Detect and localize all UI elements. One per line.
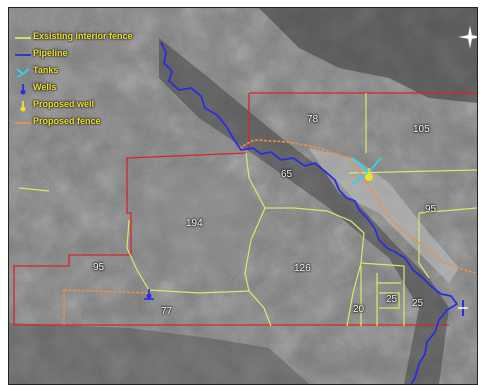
parcel-label-105: 105 xyxy=(413,124,430,135)
proposed-fence-line-icon xyxy=(15,122,31,124)
parcel-label-78: 78 xyxy=(307,114,319,125)
well-icon xyxy=(20,84,26,95)
dark-vegetation-north xyxy=(259,8,477,103)
proposed-well-marker[interactable] xyxy=(365,168,373,181)
light-clearing-west xyxy=(129,165,255,287)
pipeline xyxy=(160,41,458,384)
parcel-label-95-west: 95 xyxy=(93,262,105,273)
pipeline-line-icon xyxy=(15,54,31,56)
parcel-label-20: 20 xyxy=(353,304,365,315)
legend-item-wells: Wells xyxy=(11,82,161,95)
legend-label: Proposed well xyxy=(33,99,95,109)
tank-icon xyxy=(16,68,30,78)
property-boundary xyxy=(13,92,477,326)
legend-item-proposed-well: Proposed well xyxy=(11,99,161,112)
scale-marker-icon xyxy=(458,300,468,316)
legend-label: Wells xyxy=(33,82,57,92)
parcel-label-194: 194 xyxy=(186,218,203,229)
parcel-label-25-east: 25 xyxy=(412,298,424,309)
parcel-label-65: 65 xyxy=(281,169,293,180)
fence-line-icon xyxy=(15,37,31,39)
proposed-fences xyxy=(63,139,477,325)
well-marker[interactable] xyxy=(144,289,154,300)
legend-item-exsisting-interior-fence: Exsisting interior fence xyxy=(11,31,161,44)
legend-label: Exsisting interior fence xyxy=(33,31,133,41)
legend-item-tanks: Tanks xyxy=(11,65,161,78)
legend-label: Proposed fence xyxy=(33,116,101,126)
parcel-label-77: 77 xyxy=(161,306,173,317)
dark-vegetation-riparian xyxy=(159,38,449,384)
dark-area-southwest xyxy=(9,323,309,384)
proposed-well-icon xyxy=(20,101,26,112)
legend-item-pipeline: Pipeline xyxy=(11,48,161,61)
north-arrow-icon xyxy=(457,24,477,50)
legend-label: Tanks xyxy=(33,65,59,75)
light-floodplain xyxy=(309,148,459,283)
interior-fences xyxy=(18,93,477,327)
legend-label: Pipeline xyxy=(33,48,68,58)
legend-item-proposed-fence: Proposed fence xyxy=(11,116,161,129)
tank-marker[interactable] xyxy=(352,157,382,185)
parcel-label-126: 126 xyxy=(294,263,311,274)
aerial-map[interactable] xyxy=(9,8,477,384)
parcel-label-95-east: 95 xyxy=(425,204,437,215)
parcel-label-25-center: 25 xyxy=(386,294,398,305)
